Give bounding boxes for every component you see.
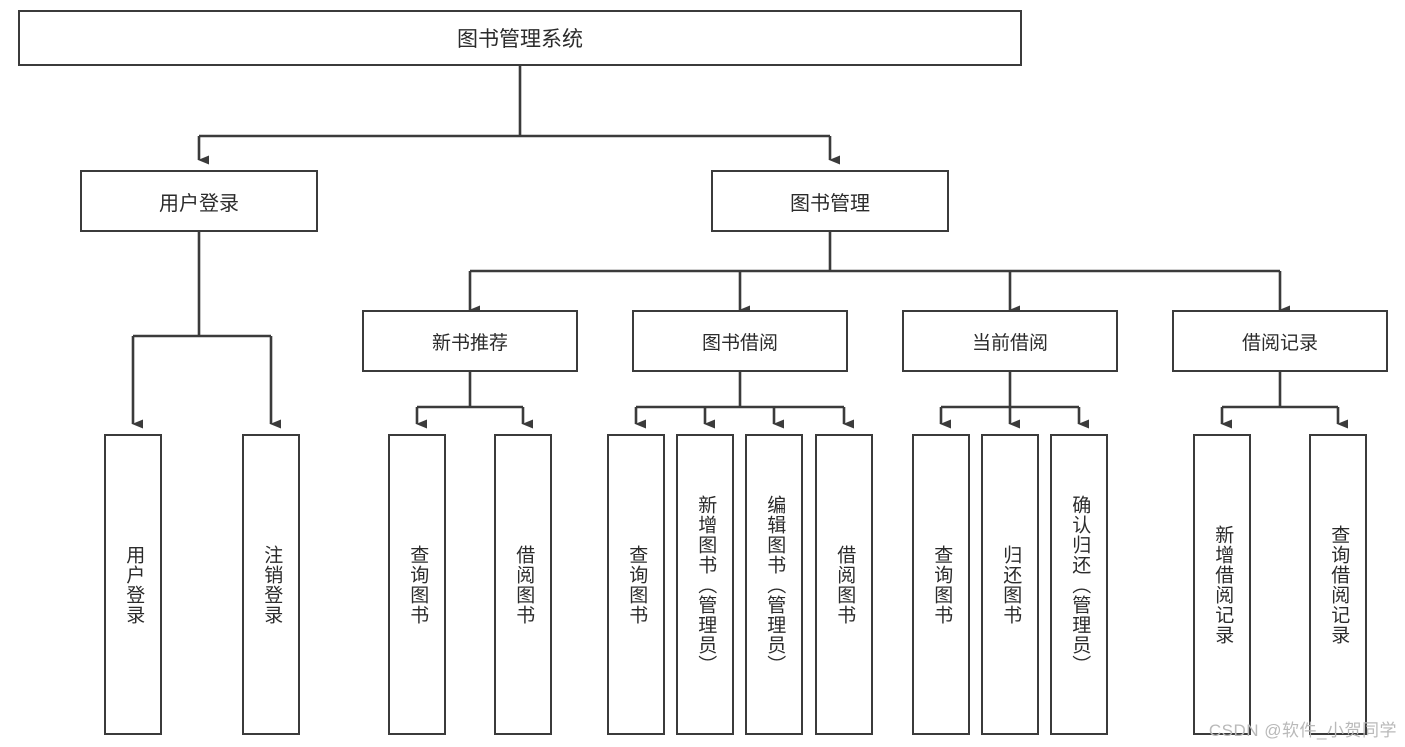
node-book-management[interactable]: 图书管理	[711, 170, 949, 232]
node-label: 查询图书	[407, 544, 429, 625]
node-label: 图书管理	[790, 192, 870, 215]
leaf-query-book-current[interactable]: 查询图书	[912, 434, 970, 735]
leaf-borrow-book-recommend[interactable]: 借阅图书	[494, 434, 552, 735]
node-label: 编辑图书（管理员）	[764, 494, 786, 675]
node-new-book-recommend[interactable]: 新书推荐	[362, 310, 578, 372]
node-label: 新增图书（管理员）	[695, 494, 717, 675]
node-label: 借阅图书	[834, 544, 856, 625]
node-label: 确认归还（管理员）	[1069, 494, 1091, 675]
node-root-system[interactable]: 图书管理系统	[18, 10, 1022, 66]
node-borrow-record[interactable]: 借阅记录	[1172, 310, 1388, 372]
node-label: 图书借阅	[701, 332, 778, 354]
node-label: 新增借阅记录	[1212, 524, 1234, 645]
node-label: 新书推荐	[431, 332, 508, 354]
node-label: 借阅记录	[1241, 332, 1318, 354]
node-label: 查询图书	[931, 544, 953, 625]
node-book-borrow[interactable]: 图书借阅	[632, 310, 848, 372]
leaf-add-borrow-record[interactable]: 新增借阅记录	[1193, 434, 1251, 735]
node-user-login[interactable]: 用户登录	[80, 170, 318, 232]
leaf-query-book[interactable]: 查询图书	[607, 434, 665, 735]
leaf-confirm-return-admin[interactable]: 确认归还（管理员）	[1050, 434, 1108, 735]
leaf-logout[interactable]: 注销登录	[242, 434, 300, 735]
leaf-query-borrow-record[interactable]: 查询借阅记录	[1309, 434, 1367, 735]
node-label: 用户登录	[123, 544, 145, 625]
node-label: 当前借阅	[971, 332, 1048, 354]
node-label: 图书管理系统	[457, 28, 583, 51]
watermark-text: CSDN @软件_小贺同学	[1208, 721, 1397, 740]
leaf-borrow-book[interactable]: 借阅图书	[815, 434, 873, 735]
node-label: 查询借阅记录	[1328, 524, 1350, 645]
leaf-add-book-admin[interactable]: 新增图书（管理员）	[676, 434, 734, 735]
node-label: 归还图书	[1000, 544, 1022, 625]
leaf-query-book-recommend[interactable]: 查询图书	[388, 434, 446, 735]
node-current-borrow[interactable]: 当前借阅	[902, 310, 1118, 372]
node-label: 用户登录	[159, 192, 239, 215]
leaf-return-book[interactable]: 归还图书	[981, 434, 1039, 735]
node-label: 查询图书	[626, 544, 648, 625]
node-label: 借阅图书	[513, 544, 535, 625]
leaf-user-login[interactable]: 用户登录	[104, 434, 162, 735]
leaf-edit-book-admin[interactable]: 编辑图书（管理员）	[745, 434, 803, 735]
node-label: 注销登录	[261, 544, 283, 625]
